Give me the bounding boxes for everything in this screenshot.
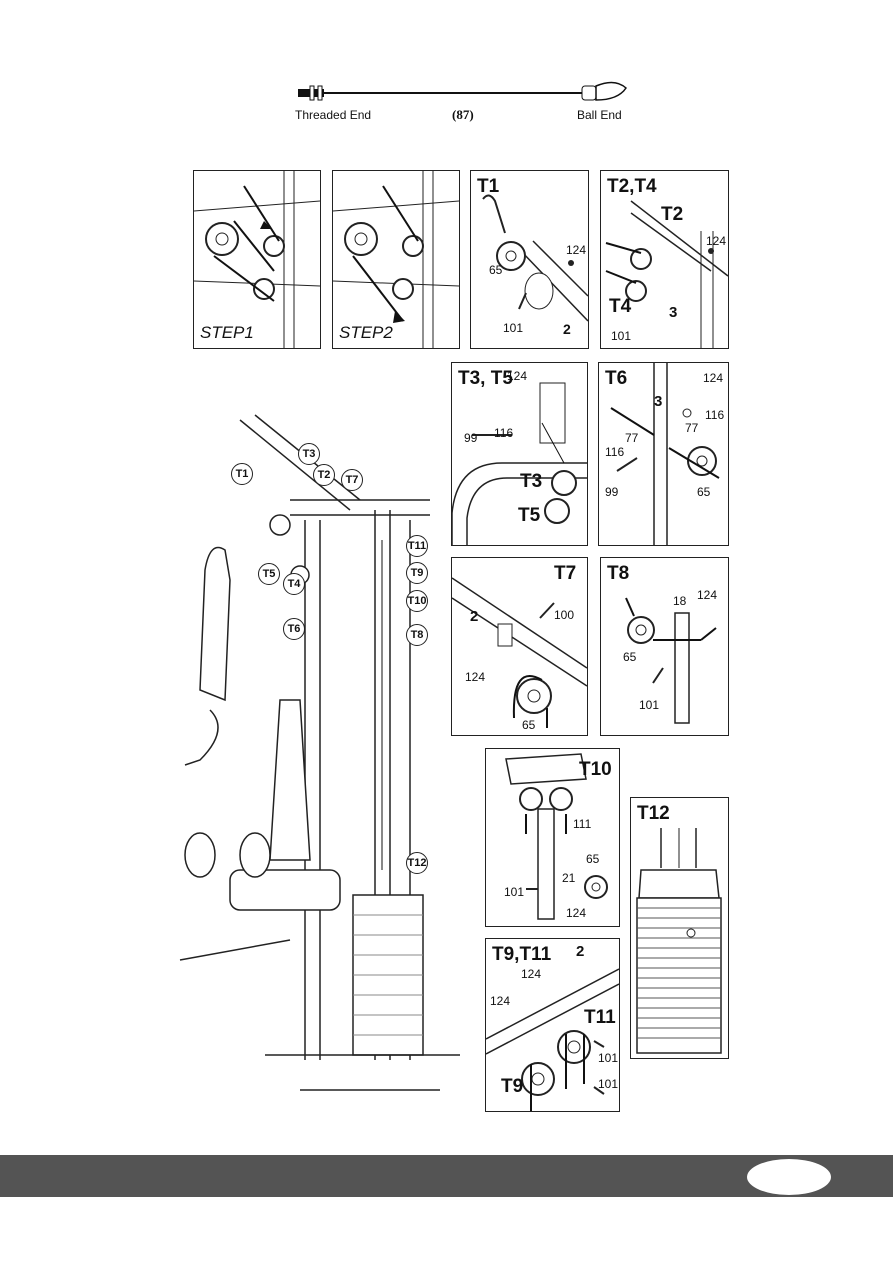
- t3t5-title: T3, T5: [458, 368, 513, 389]
- t2-label: T2: [661, 204, 684, 225]
- callout-t7: T7: [341, 469, 363, 491]
- t7-title: T7: [554, 563, 577, 584]
- t9t11-title: T9,T11: [492, 944, 552, 965]
- t9t11-label-124-left: 124: [490, 994, 511, 1008]
- t3-label: T3: [520, 471, 543, 492]
- t1-panel: T1 124 65 101 2: [470, 170, 589, 349]
- t9t11-label-101-upper: 101: [598, 1051, 619, 1065]
- t9t11-panel: T9,T11 T11 T9 2 124 124 101 101: [485, 938, 620, 1112]
- t10-label-21: 21: [562, 871, 576, 885]
- t10-label-124: 124: [566, 906, 587, 920]
- t1-label-2: 2: [563, 321, 571, 337]
- callout-t2: T2: [313, 464, 335, 486]
- t9t11-label-101-lower: 101: [598, 1077, 619, 1091]
- callout-t8: T8: [406, 624, 428, 646]
- t7-label-65: 65: [522, 718, 536, 732]
- t7-label-124: 124: [465, 670, 486, 684]
- t10-label-65: 65: [586, 852, 600, 866]
- t1-label-65: 65: [489, 263, 503, 277]
- step2-label: STEP2: [339, 323, 393, 342]
- t9t11-drawing: [486, 968, 619, 1111]
- callout-t4: T4: [283, 573, 305, 595]
- t1-label-101: 101: [503, 321, 524, 335]
- machine-overview: [170, 400, 470, 1100]
- t8-label-101: 101: [639, 698, 660, 712]
- t11-label: T11: [584, 1007, 616, 1028]
- callout-t3: T3: [298, 443, 320, 465]
- t10-panel: T10 111 65 21 101 124: [485, 748, 620, 927]
- t6-label-65: 65: [697, 485, 711, 499]
- t5-label: T5: [518, 505, 541, 526]
- t8-title: T8: [607, 563, 630, 584]
- page-number-oval: [747, 1159, 831, 1195]
- t8-label-65: 65: [623, 650, 637, 664]
- step1-drawing: [194, 171, 320, 348]
- t6-label-77-left: 77: [625, 431, 639, 445]
- cable-drawing: [298, 81, 627, 101]
- t3t5-label-116: 116: [494, 426, 514, 440]
- t6-drawing: [610, 363, 720, 545]
- t6-title: T6: [605, 368, 628, 389]
- threaded-end-label: Threaded End: [295, 108, 372, 122]
- ball-end-label: Ball End: [577, 108, 622, 122]
- t1-drawing: [482, 194, 588, 322]
- machine-drawing: [179, 414, 460, 1091]
- t2t4-panel: T2,T4 T2 T4 124 101 3: [600, 170, 729, 349]
- callout-t9: T9: [406, 562, 428, 584]
- t2t4-label-124: 124: [706, 234, 727, 248]
- t2t4-drawing: [605, 200, 728, 348]
- step1-label: STEP1: [200, 323, 254, 342]
- t10-drawing: [505, 753, 608, 920]
- step2-panel: STEP2: [332, 170, 460, 349]
- t7-panel: T7 2 100 124 65: [451, 557, 588, 736]
- cable-part-number: (87): [452, 107, 474, 122]
- t4-label: T4: [609, 296, 632, 317]
- t3t5-label-124: 124: [507, 369, 528, 383]
- t12-panel: T12: [630, 797, 729, 1059]
- t3t5-panel: T3, T5 T3 T5 124 99 116: [451, 362, 588, 546]
- t9-label: T9: [501, 1076, 524, 1097]
- t10-label-111: 111: [573, 817, 592, 831]
- t10-label-101: 101: [504, 885, 525, 899]
- t6-label-124: 124: [703, 371, 724, 385]
- t2t4-title: T2,T4: [607, 176, 657, 197]
- t3t5-drawing: [452, 382, 587, 545]
- t2t4-label-101: 101: [611, 329, 632, 343]
- callout-t10: T10: [406, 590, 428, 612]
- t8-panel: T8 18 124 65 101: [600, 557, 729, 736]
- t8-label-18: 18: [673, 594, 687, 608]
- t6-label-3: 3: [654, 393, 663, 410]
- callout-t6: T6: [283, 618, 305, 640]
- t6-label-116-left: 116: [605, 445, 625, 459]
- t12-title: T12: [637, 803, 670, 824]
- t12-drawing: [636, 828, 722, 1054]
- callout-t12: T12: [406, 852, 428, 874]
- t8-label-124: 124: [697, 588, 718, 602]
- t1-title: T1: [477, 176, 500, 197]
- footer-bar: [0, 1155, 893, 1197]
- callout-t1: T1: [231, 463, 253, 485]
- step1-panel: STEP1: [193, 170, 321, 349]
- t7-label-2: 2: [470, 608, 479, 625]
- t7-label-100: 100: [554, 608, 575, 622]
- t6-label-77-right: 77: [685, 421, 699, 435]
- t8-drawing: [625, 597, 717, 724]
- t9t11-label-2: 2: [576, 943, 585, 960]
- callout-t5: T5: [258, 563, 280, 585]
- t6-label-99: 99: [605, 485, 619, 499]
- t1-label-124: 124: [566, 243, 587, 257]
- t2t4-label-3: 3: [669, 304, 678, 321]
- t7-drawing: [452, 577, 587, 728]
- callout-t11: T11: [406, 535, 428, 557]
- t10-title: T10: [579, 759, 612, 780]
- t9t11-label-124-top: 124: [521, 967, 542, 981]
- t3t5-label-99: 99: [464, 431, 478, 445]
- t6-label-116-top: 116: [705, 408, 725, 422]
- step2-drawing: [333, 171, 459, 348]
- t6-panel: T6 124 3 116 77 77 116 99 65: [598, 362, 729, 546]
